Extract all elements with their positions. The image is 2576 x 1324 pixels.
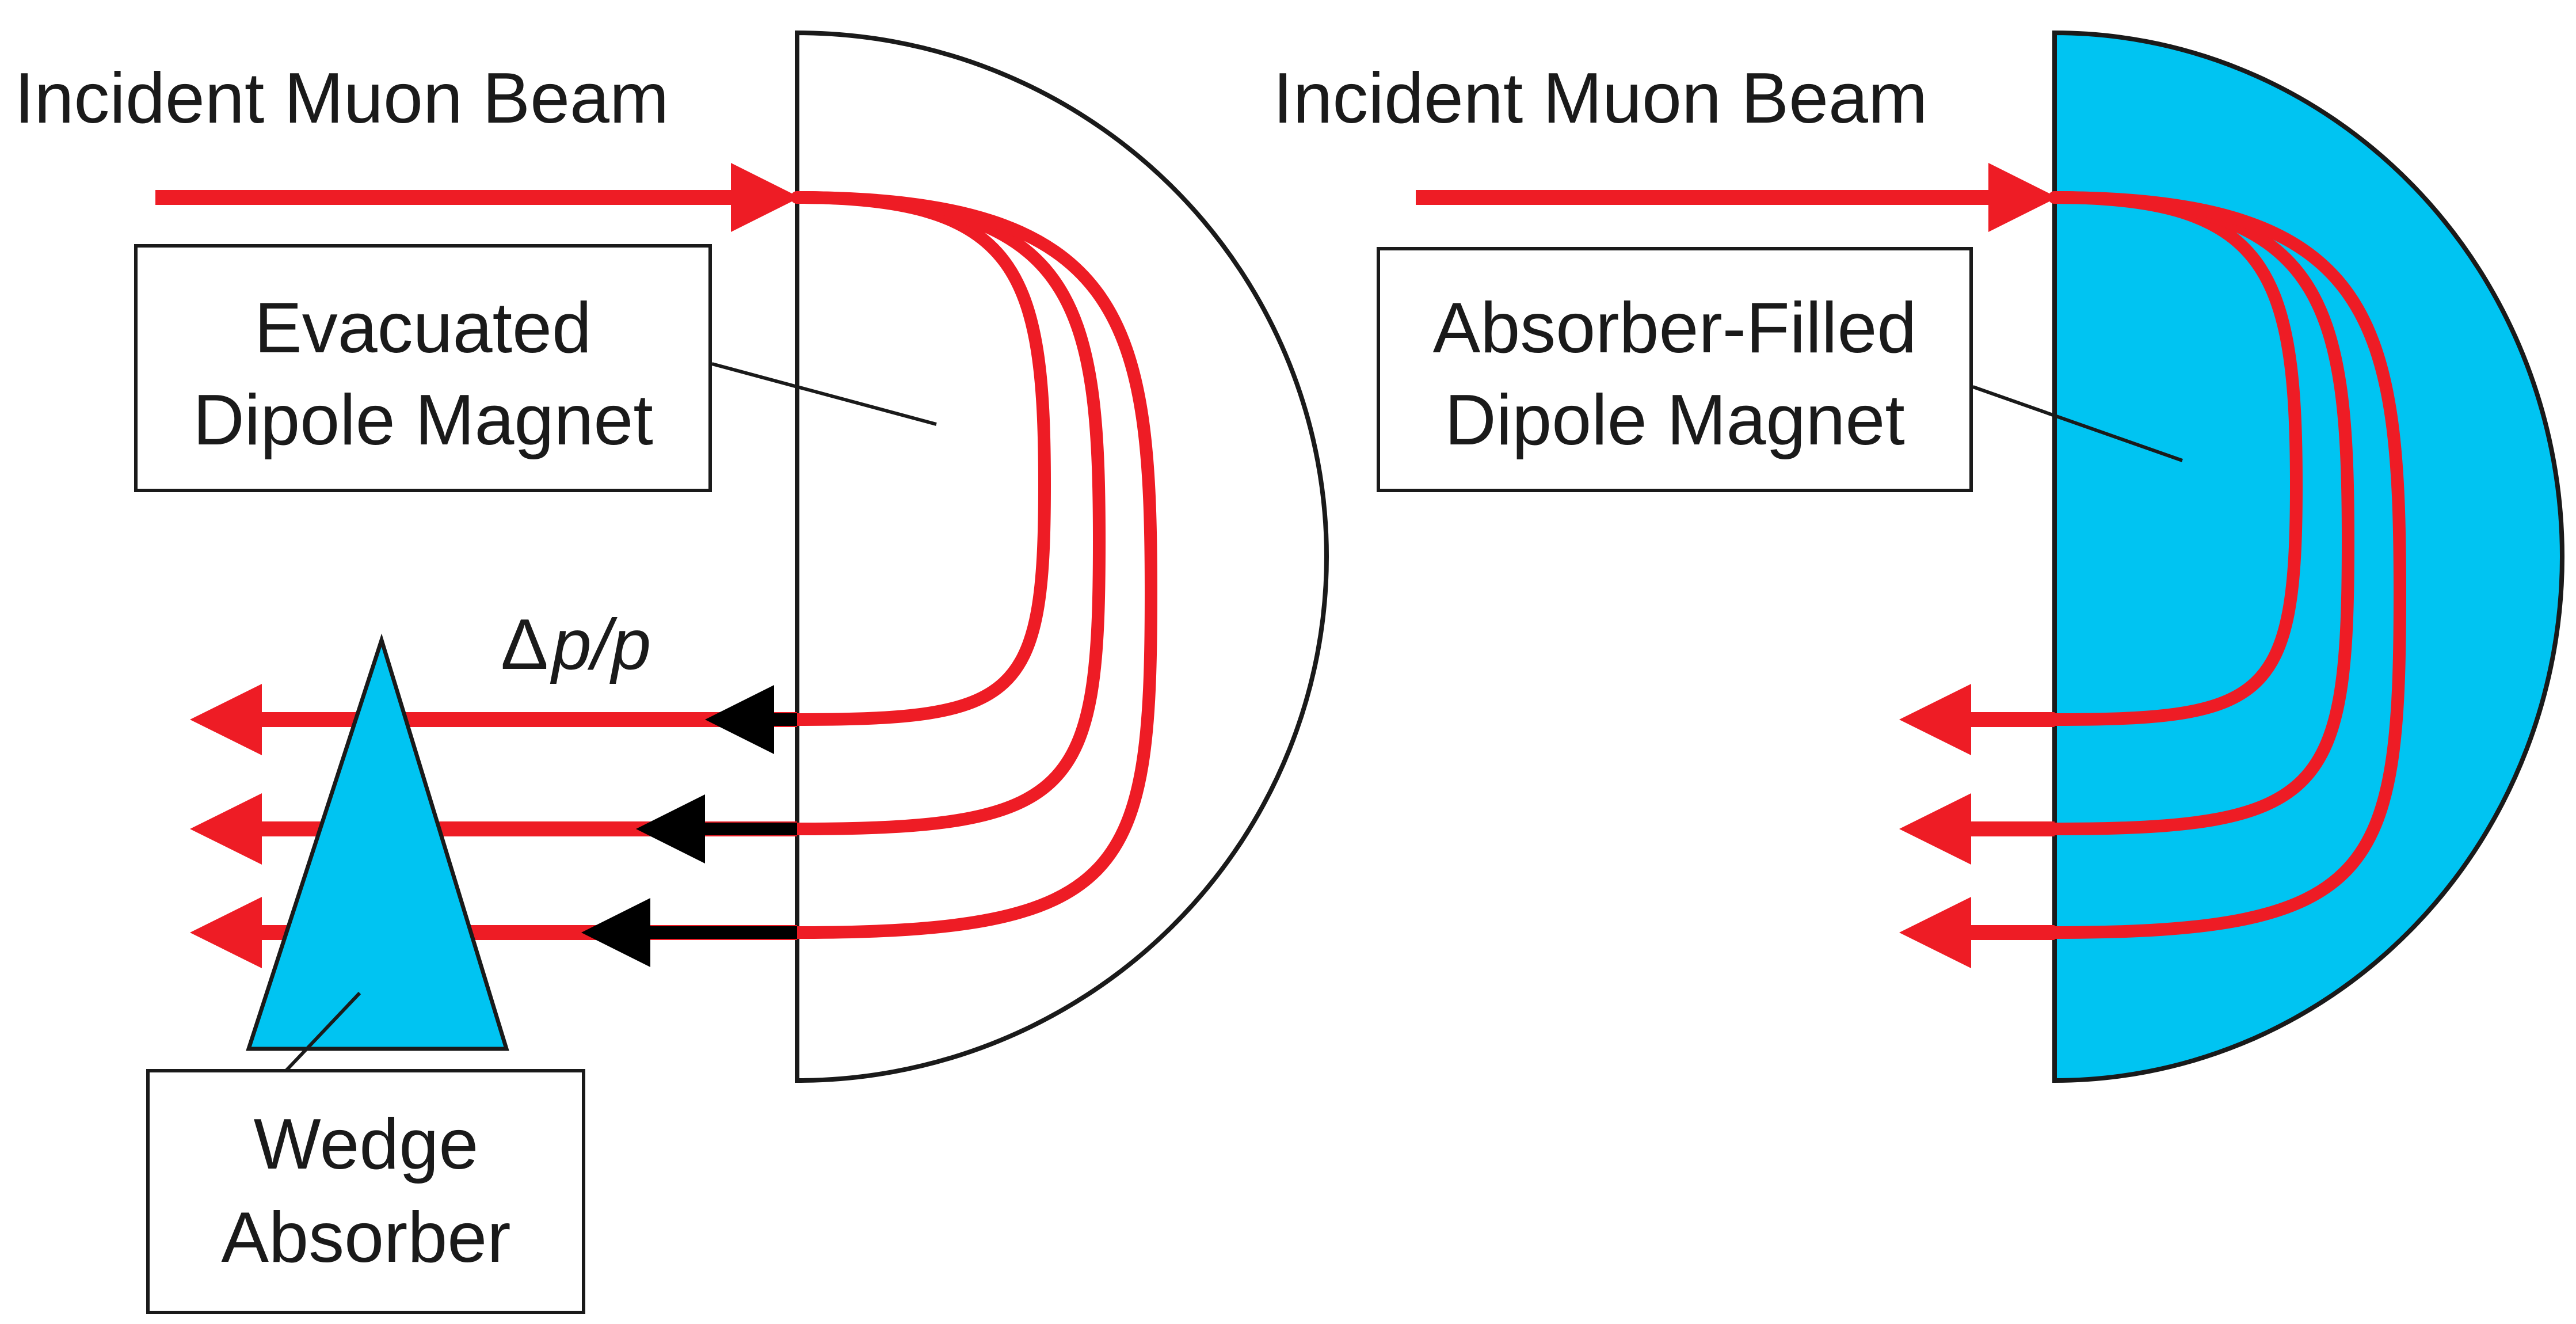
- delta-fraction: p/p: [550, 605, 651, 684]
- magnet-leader-line: [711, 362, 937, 426]
- left-beam-trajectories: [791, 191, 1158, 939]
- right-beam-trajectories: [2048, 191, 2407, 939]
- absorber-magnet-label-line2: Dipole Magnet: [1445, 381, 1905, 460]
- momentum-spread-label: Δp/p: [501, 605, 651, 684]
- momentum-spread-arrows: [581, 685, 797, 967]
- left-incident-beam: [155, 163, 800, 232]
- wedge-leader-line: [283, 991, 361, 1074]
- left-beam-label: Incident Muon Beam: [14, 59, 669, 138]
- right-incident-beam: [1416, 163, 2057, 232]
- evacuated-dipole-magnet: [795, 30, 1329, 1083]
- right-outgoing-beams: [1899, 684, 2055, 968]
- right-panel: Incident Muon Beam Absorber-Filled Dipol…: [1273, 30, 2564, 1083]
- delta-symbol: Δ: [501, 605, 548, 684]
- wedge-label-line2: Absorber: [221, 1198, 510, 1277]
- evacuated-magnet-label-line2: Dipole Magnet: [193, 381, 653, 460]
- wedge-absorber-box: Wedge Absorber: [146, 1069, 585, 1314]
- wedge-label-line1: Wedge: [254, 1105, 479, 1184]
- absorber-filled-dipole-magnet: [2052, 30, 2564, 1083]
- left-panel: Incident Muon Beam Evacuated Dipole Magn…: [14, 30, 1329, 1314]
- absorber-magnet-label-line1: Absorber-Filled: [1433, 288, 1917, 368]
- wedge-absorber-shape: [246, 633, 509, 1051]
- absorber-magnet-box: Absorber-Filled Dipole Magnet: [1377, 247, 1973, 492]
- right-beam-label: Incident Muon Beam: [1273, 59, 1927, 138]
- evacuated-magnet-box: Evacuated Dipole Magnet: [134, 244, 712, 492]
- evacuated-magnet-label-line1: Evacuated: [254, 288, 592, 368]
- absorber-magnet-leader-line: [1972, 385, 2183, 462]
